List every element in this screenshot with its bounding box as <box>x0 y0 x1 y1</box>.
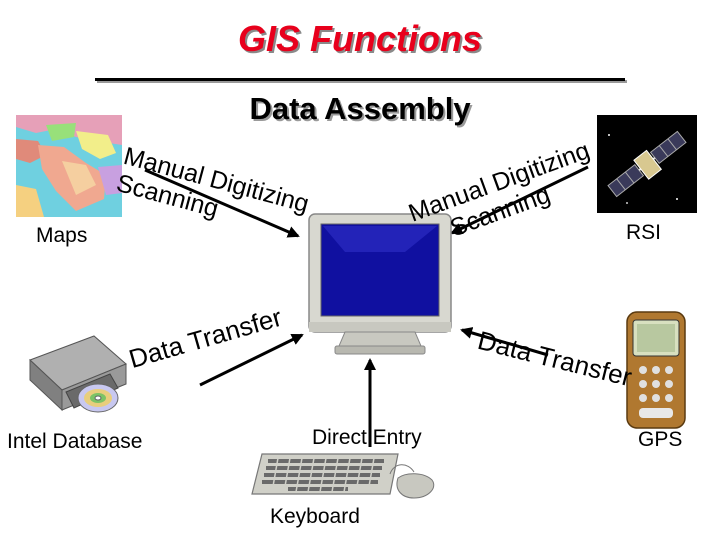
title-divider <box>95 78 625 81</box>
map-image <box>16 115 122 217</box>
flow-label-keyboard: Direct Entry <box>312 426 422 449</box>
rsi-label: RSI <box>626 221 662 244</box>
arrow-gps-to-computer <box>460 327 549 357</box>
satellite-image <box>597 115 697 213</box>
maps-label: Maps <box>36 224 88 247</box>
arrow-intel-to-computer <box>199 333 304 387</box>
gps-device-icon <box>626 311 686 429</box>
arrow-rsi-to-computer <box>450 165 589 235</box>
section-subtitle: Data Assembly <box>249 91 471 126</box>
cd-drive-icon <box>29 335 127 413</box>
keyboard-label: Keyboard <box>270 505 360 528</box>
page-title: GIS Functions <box>237 18 482 59</box>
intel-database-label: Intel Database <box>7 430 143 453</box>
keyboard-icon <box>251 453 435 499</box>
gps-label: GPS <box>638 428 683 451</box>
arrow-maps-to-computer <box>144 168 300 238</box>
monitor-icon <box>308 213 452 355</box>
